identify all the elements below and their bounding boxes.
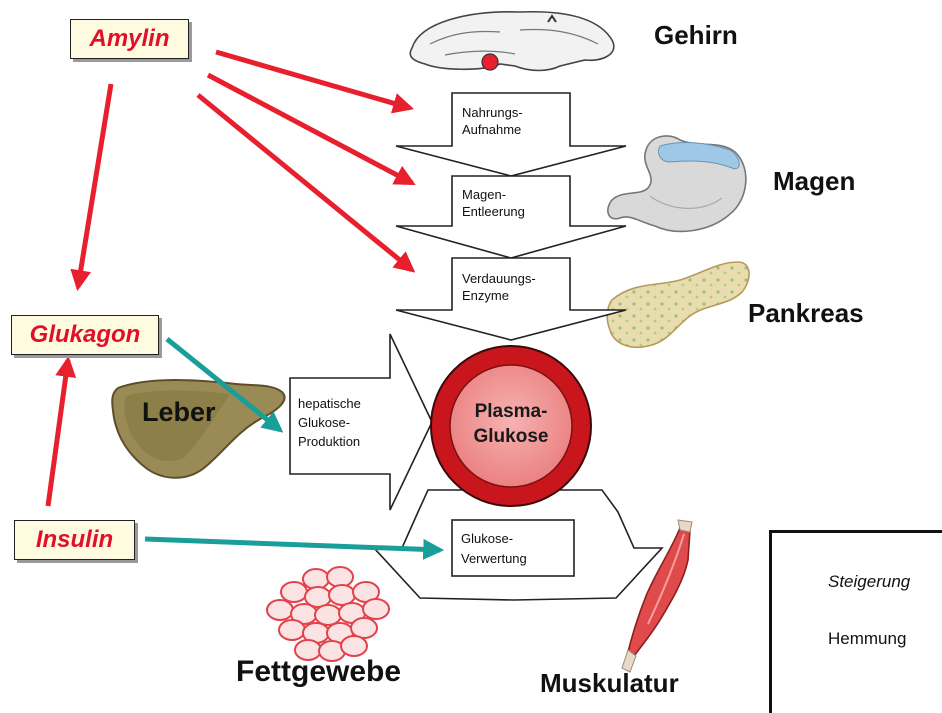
brain-illustration — [410, 12, 614, 71]
insulin-to-glucose-use-arrow — [145, 539, 440, 550]
glukagon-label: Glukagon — [30, 321, 141, 349]
stomach-label: Magen — [773, 166, 855, 197]
fat-tissue-label: Fettgewebe — [236, 655, 401, 689]
amylin-to-food-intake-arrow — [216, 52, 410, 108]
amylin-to-digestive-enzymes-arrow — [198, 95, 412, 270]
brain-label: Gehirn — [654, 20, 738, 51]
pancreas-label: Pankreas — [748, 298, 864, 329]
insulin-box: Insulin — [14, 520, 135, 560]
plasma-glucose-label-line2: Glukose — [474, 426, 549, 447]
digestive-enzymes-label-line1: Verdauungs- — [462, 271, 536, 286]
digestive-enzymes-label-line2: Enzyme — [462, 288, 509, 303]
amylin-box: Amylin — [70, 19, 189, 59]
glucose-use-box — [452, 520, 574, 576]
legend-inhibition-label: Hemmung — [828, 629, 906, 649]
hepatic-glucose-label-line2: Glukose- — [298, 415, 350, 430]
muscle-label: Muskulatur — [540, 668, 679, 699]
glucose-use-label-line2: Verwertung — [461, 551, 527, 566]
pancreas-illustration — [607, 262, 749, 347]
insulin-to-glukagon-arrow — [48, 360, 68, 506]
fat-cells-illustration — [267, 567, 389, 661]
insulin-label: Insulin — [36, 526, 113, 554]
glucose-use-label-line1: Glukose- — [461, 531, 513, 546]
hepatic-glucose-label-line3: Produktion — [298, 434, 360, 449]
glukagon-box: Glukagon — [11, 315, 159, 355]
food-intake-label-line1: Nahrungs- — [462, 105, 523, 120]
amylin-to-glukagon-arrow — [78, 84, 111, 287]
amylin-label: Amylin — [89, 25, 169, 53]
liver-illustration — [112, 380, 284, 478]
liver-label: Leber — [142, 397, 216, 427]
food-intake-label-line2: Aufnahme — [462, 122, 521, 137]
plasma-glucose-label-line1: Plasma- — [475, 401, 548, 422]
gastric-emptying-label-line2: Entleerung — [462, 204, 525, 219]
gastric-emptying-label-line1: Magen- — [462, 187, 506, 202]
stomach-illustration — [608, 136, 746, 231]
legend-increase-label: Steigerung — [828, 572, 910, 592]
legend — [769, 530, 942, 713]
hepatic-glucose-label-line1: hepatische — [298, 396, 361, 411]
